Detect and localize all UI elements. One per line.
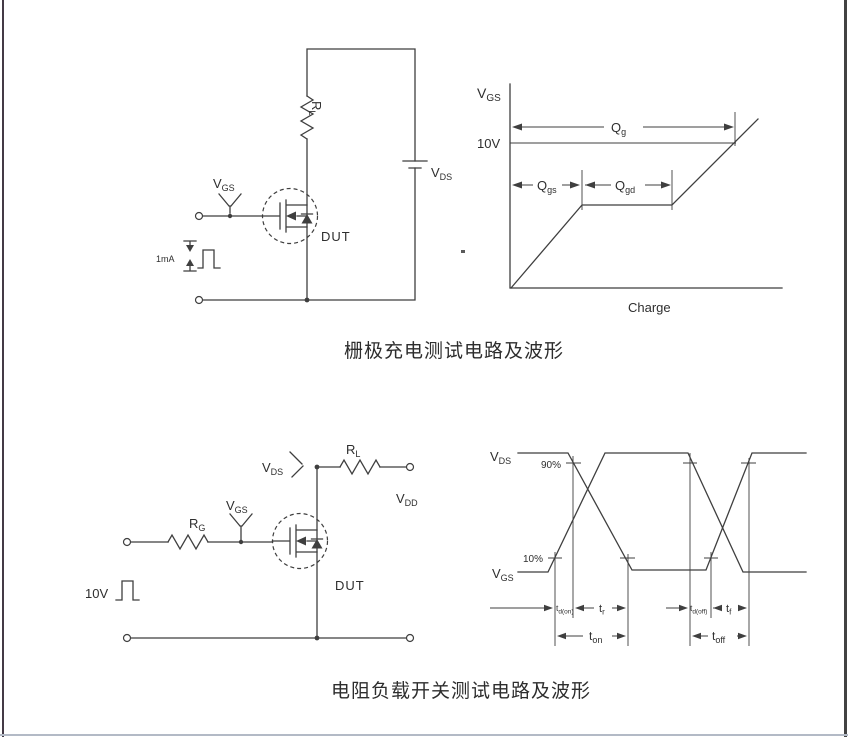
vgs-label: VGS <box>492 566 514 583</box>
ton-label: ton <box>589 629 602 645</box>
gate-charge-circuit: VGS RL VDS 1mA DUT <box>156 48 452 305</box>
pulse-label: 10V <box>85 586 108 601</box>
page-border-right <box>844 0 847 737</box>
mosfet-symbol <box>271 512 329 570</box>
qg-label: Qg <box>611 120 626 137</box>
switching-test-circuit: RG VGS VDS RL VDD 10V DUT <box>85 442 418 643</box>
dut-label: DUT <box>335 578 365 593</box>
vgs-trace <box>517 452 807 573</box>
x-axis-label: Charge <box>628 300 671 315</box>
wire <box>202 48 416 301</box>
vds-label: VDS <box>490 449 511 466</box>
vds-label: VDS <box>262 460 283 477</box>
terminal <box>405 462 415 472</box>
vgs-charge-curve <box>510 118 759 289</box>
switching-waveform: VDS VGS 90% 10% td(on) tr ton td(off) tf… <box>490 449 807 646</box>
vdd-label: VDD <box>396 491 418 508</box>
resistor-rg <box>167 533 209 551</box>
qgs-dimension <box>512 181 580 189</box>
mosfet-symbol <box>261 187 319 245</box>
tick-marks <box>581 112 736 210</box>
vgs-label: VGS <box>226 498 248 515</box>
td-off-label: td(off) <box>690 603 707 616</box>
qg-dimension <box>512 123 734 131</box>
figure1-caption: 栅极充电测试电路及波形 <box>344 341 565 362</box>
vds-probe <box>289 451 304 478</box>
pulse-symbol <box>115 580 140 601</box>
td-on-label: td(on) <box>556 603 574 616</box>
gate-charge-waveform: VGS 10V Qg Qgs Qgd Charge <box>477 83 783 315</box>
toff-label: toff <box>712 629 726 645</box>
rl-label: RL <box>307 101 324 115</box>
rl-label: RL <box>346 442 360 459</box>
junction-dot <box>314 464 320 470</box>
junction-dot <box>314 635 320 641</box>
timing-verticals <box>554 453 750 646</box>
vgs-probe <box>218 193 242 219</box>
tf-label: tf <box>726 603 732 617</box>
junction-dot <box>304 297 310 303</box>
current-label: 1mA <box>156 254 175 264</box>
terminal <box>194 211 204 221</box>
terminal <box>194 295 204 305</box>
figure2-caption: 电阻负载开关测试电路及波形 <box>331 681 592 702</box>
vgs-label: VGS <box>213 176 235 193</box>
rg-label: RG <box>189 516 205 533</box>
stray-mark <box>461 250 465 253</box>
resistor-rl <box>339 458 381 476</box>
resistor-rl <box>299 95 315 140</box>
vgs-probe <box>229 513 253 545</box>
turn-off-dimensions <box>666 604 747 640</box>
battery-vds <box>402 160 428 169</box>
dut-label: DUT <box>321 229 351 244</box>
qgd-dimension <box>585 181 671 189</box>
terminal <box>122 537 132 547</box>
level-10v-label: 10V <box>477 136 500 151</box>
turn-on-dimensions <box>490 604 626 640</box>
qgd-label: Qgd <box>615 178 635 195</box>
current-source <box>183 240 197 272</box>
qgs-label: Qgs <box>537 178 557 195</box>
page-border-left <box>2 0 4 737</box>
terminal <box>405 633 415 643</box>
vds-trace <box>517 452 807 571</box>
y-axis-label: VGS <box>477 85 501 104</box>
ninety-percent-label: 90% <box>541 460 561 471</box>
wire <box>129 466 408 639</box>
ten-percent-label: 10% <box>523 554 543 565</box>
page-border-bottom <box>0 734 848 736</box>
pulse-symbol <box>197 249 221 269</box>
vds-label: VDS <box>431 165 452 182</box>
tr-label: tr <box>599 603 605 617</box>
terminal <box>122 633 132 643</box>
axes <box>509 83 783 289</box>
level-ticks <box>548 462 756 559</box>
